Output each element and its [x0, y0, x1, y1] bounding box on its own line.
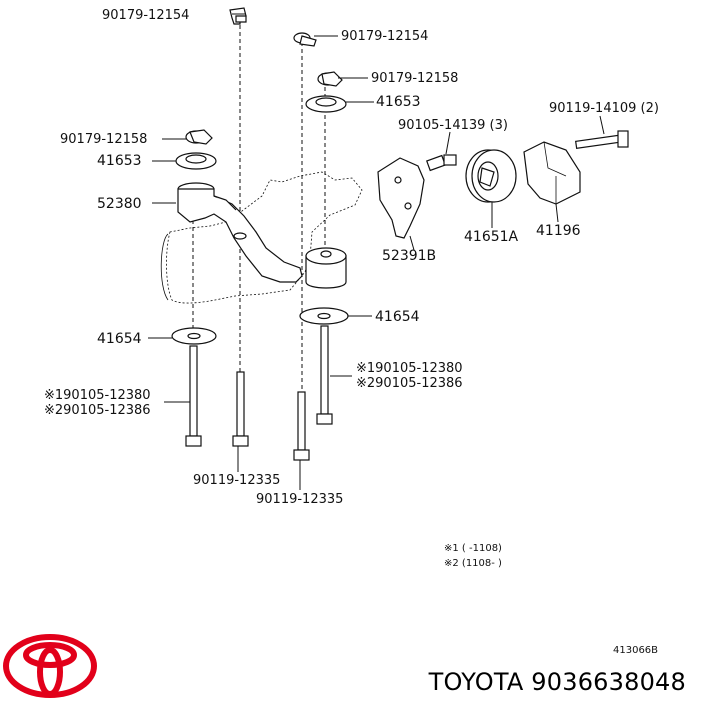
clip-right-mid [317, 71, 343, 87]
label-90179-12158-b: 90179-12158 [60, 132, 147, 147]
label-90105-12386-left: ※290105-12386 [44, 403, 151, 418]
label-41654-a: 41654 [97, 331, 142, 347]
label-90179-12154-a: 90179-12154 [102, 8, 189, 23]
engine-outline [160, 171, 363, 304]
rubber-mount [305, 247, 347, 289]
cap-left [175, 152, 217, 170]
note-2: ※2 (1108- ) [444, 558, 502, 569]
label-90119-14109: 90119-14109 (2) [549, 101, 659, 116]
clip-left-mid [185, 129, 213, 145]
bracket-52380 [177, 182, 303, 283]
bolt-right-long [316, 325, 333, 425]
label-90119-12335-a: 90119-12335 [193, 473, 280, 488]
label-90105-12380-left: ※190105-12380 [44, 388, 151, 403]
bracket-41196 [523, 141, 581, 205]
label-52391b: 52391B [382, 248, 436, 264]
label-41654-b: 41654 [375, 309, 420, 325]
label-52380: 52380 [97, 196, 142, 212]
label-41653-a: 41653 [376, 94, 421, 110]
clip-top-right [293, 32, 317, 47]
note-1: ※1 ( -1108) [444, 543, 502, 554]
washer-right [299, 307, 349, 325]
bolt-90105-14139 [426, 154, 457, 172]
label-90105-12380-right: ※190105-12380 [356, 361, 463, 376]
cap-right [305, 95, 347, 113]
diagram-code: 413066B [613, 645, 658, 656]
label-41653-b: 41653 [97, 153, 142, 169]
bolt-mid-short2 [293, 391, 310, 461]
toyota-logo [3, 634, 97, 698]
bushing-41651a [465, 149, 517, 203]
label-41651a: 41651A [464, 229, 519, 245]
label-41196: 41196 [536, 223, 581, 239]
label-90179-12154-b: 90179-12154 [341, 29, 428, 44]
label-90105-14139: 90105-14139 (3) [398, 118, 508, 133]
clip-top-left [229, 7, 247, 25]
washer-left [171, 327, 217, 345]
leader-lines [148, 13, 605, 490]
label-90119-12335-b: 90119-12335 [256, 492, 343, 507]
label-90179-12158-a: 90179-12158 [371, 71, 458, 86]
product-title: TOYOTA 9036638048 [428, 668, 686, 696]
bolt-left-long [185, 345, 202, 447]
label-90105-12386-right: ※290105-12386 [356, 376, 463, 391]
bracket-52391b [377, 157, 425, 239]
bolt-mid-short1 [232, 371, 249, 447]
bolt-90119-14109 [574, 130, 629, 149]
